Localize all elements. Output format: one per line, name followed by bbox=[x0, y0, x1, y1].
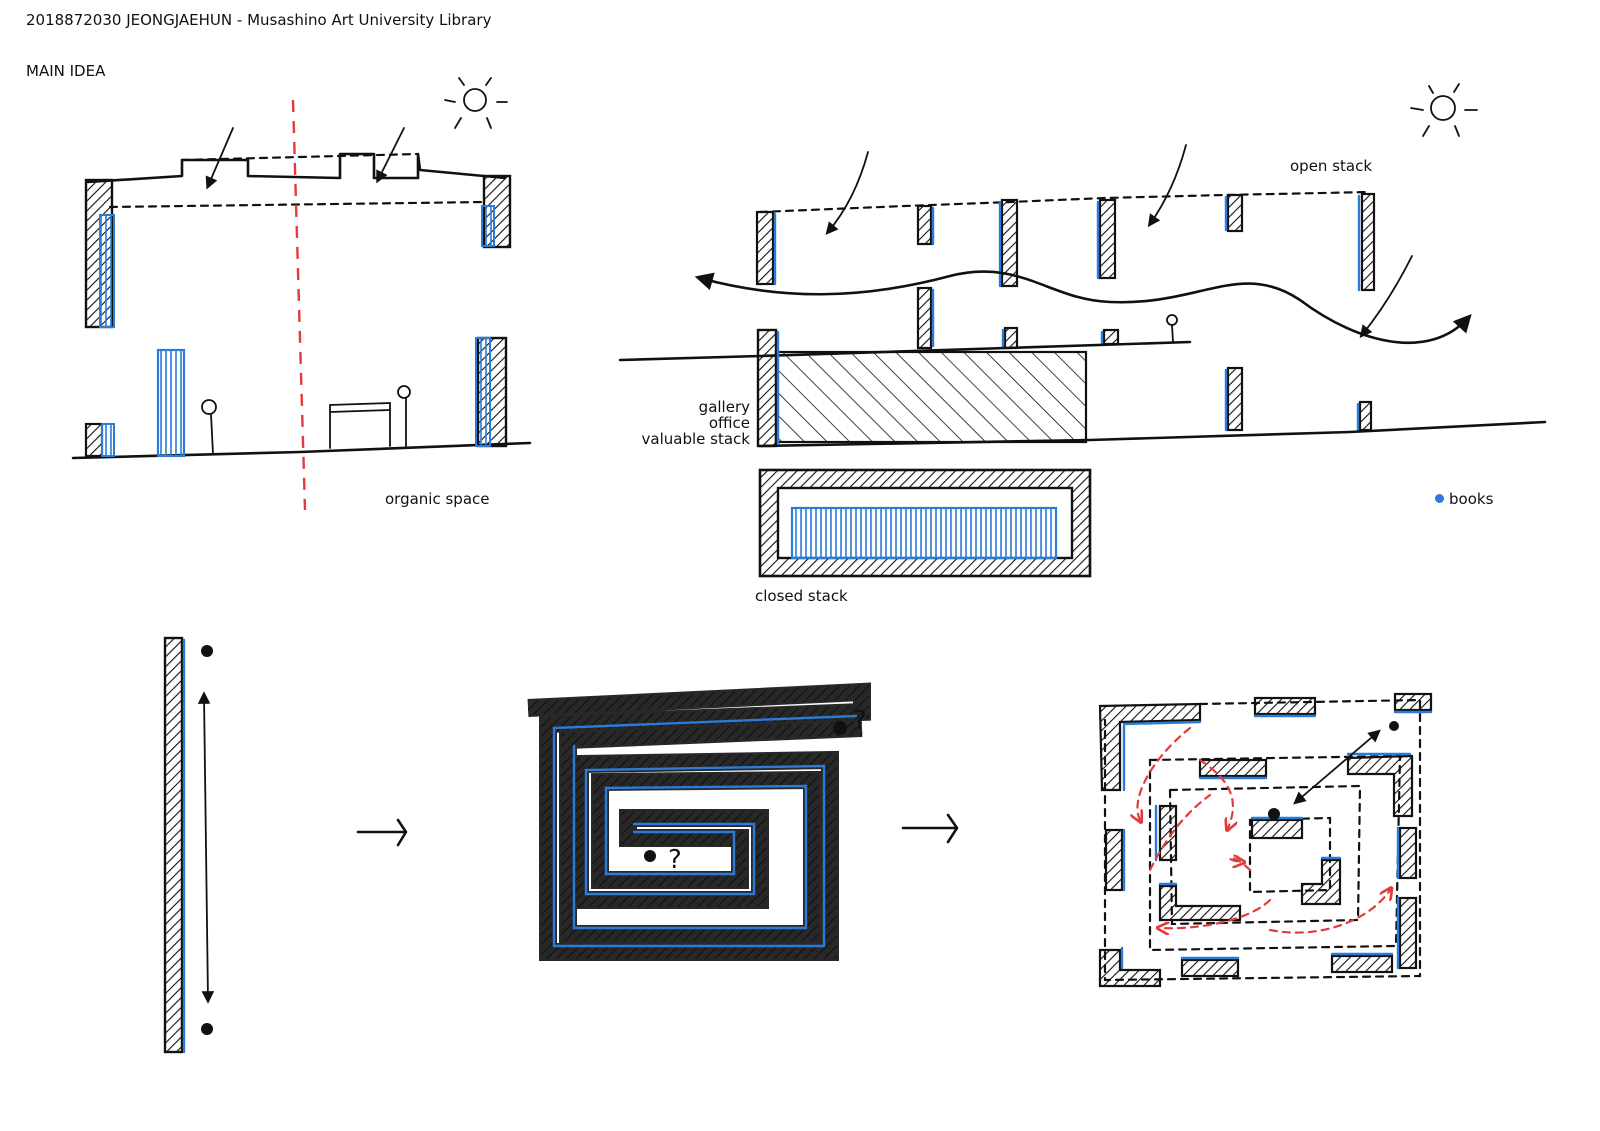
label-gallery: gallery bbox=[698, 398, 750, 416]
arrow-right-icon bbox=[356, 818, 408, 847]
sun-icon bbox=[444, 77, 508, 129]
arrow-right-icon bbox=[901, 813, 959, 844]
label-closed-stack: closed stack bbox=[755, 587, 848, 605]
section-heading: MAIN IDEA bbox=[26, 62, 106, 80]
question-mark-inner: ? bbox=[668, 845, 682, 875]
linear-wall bbox=[163, 636, 215, 1054]
bullet-icon bbox=[1435, 494, 1444, 503]
label-open-stack: open stack bbox=[1290, 157, 1373, 175]
fragmented-plan bbox=[1098, 692, 1433, 988]
label-valuable-stack: valuable stack bbox=[641, 430, 750, 448]
page-title: 2018872030 JEONGJAEHUN - Musashino Art U… bbox=[26, 11, 492, 29]
spiral-plan bbox=[527, 682, 871, 961]
organic-space-section bbox=[71, 77, 532, 511]
sun-icon bbox=[1410, 83, 1478, 137]
legend-books: books bbox=[1435, 490, 1493, 508]
legend-books-label: books bbox=[1449, 490, 1494, 508]
label-organic-space: organic space bbox=[385, 490, 490, 508]
label-office: office bbox=[708, 414, 750, 432]
open-stack-section bbox=[618, 83, 1547, 578]
